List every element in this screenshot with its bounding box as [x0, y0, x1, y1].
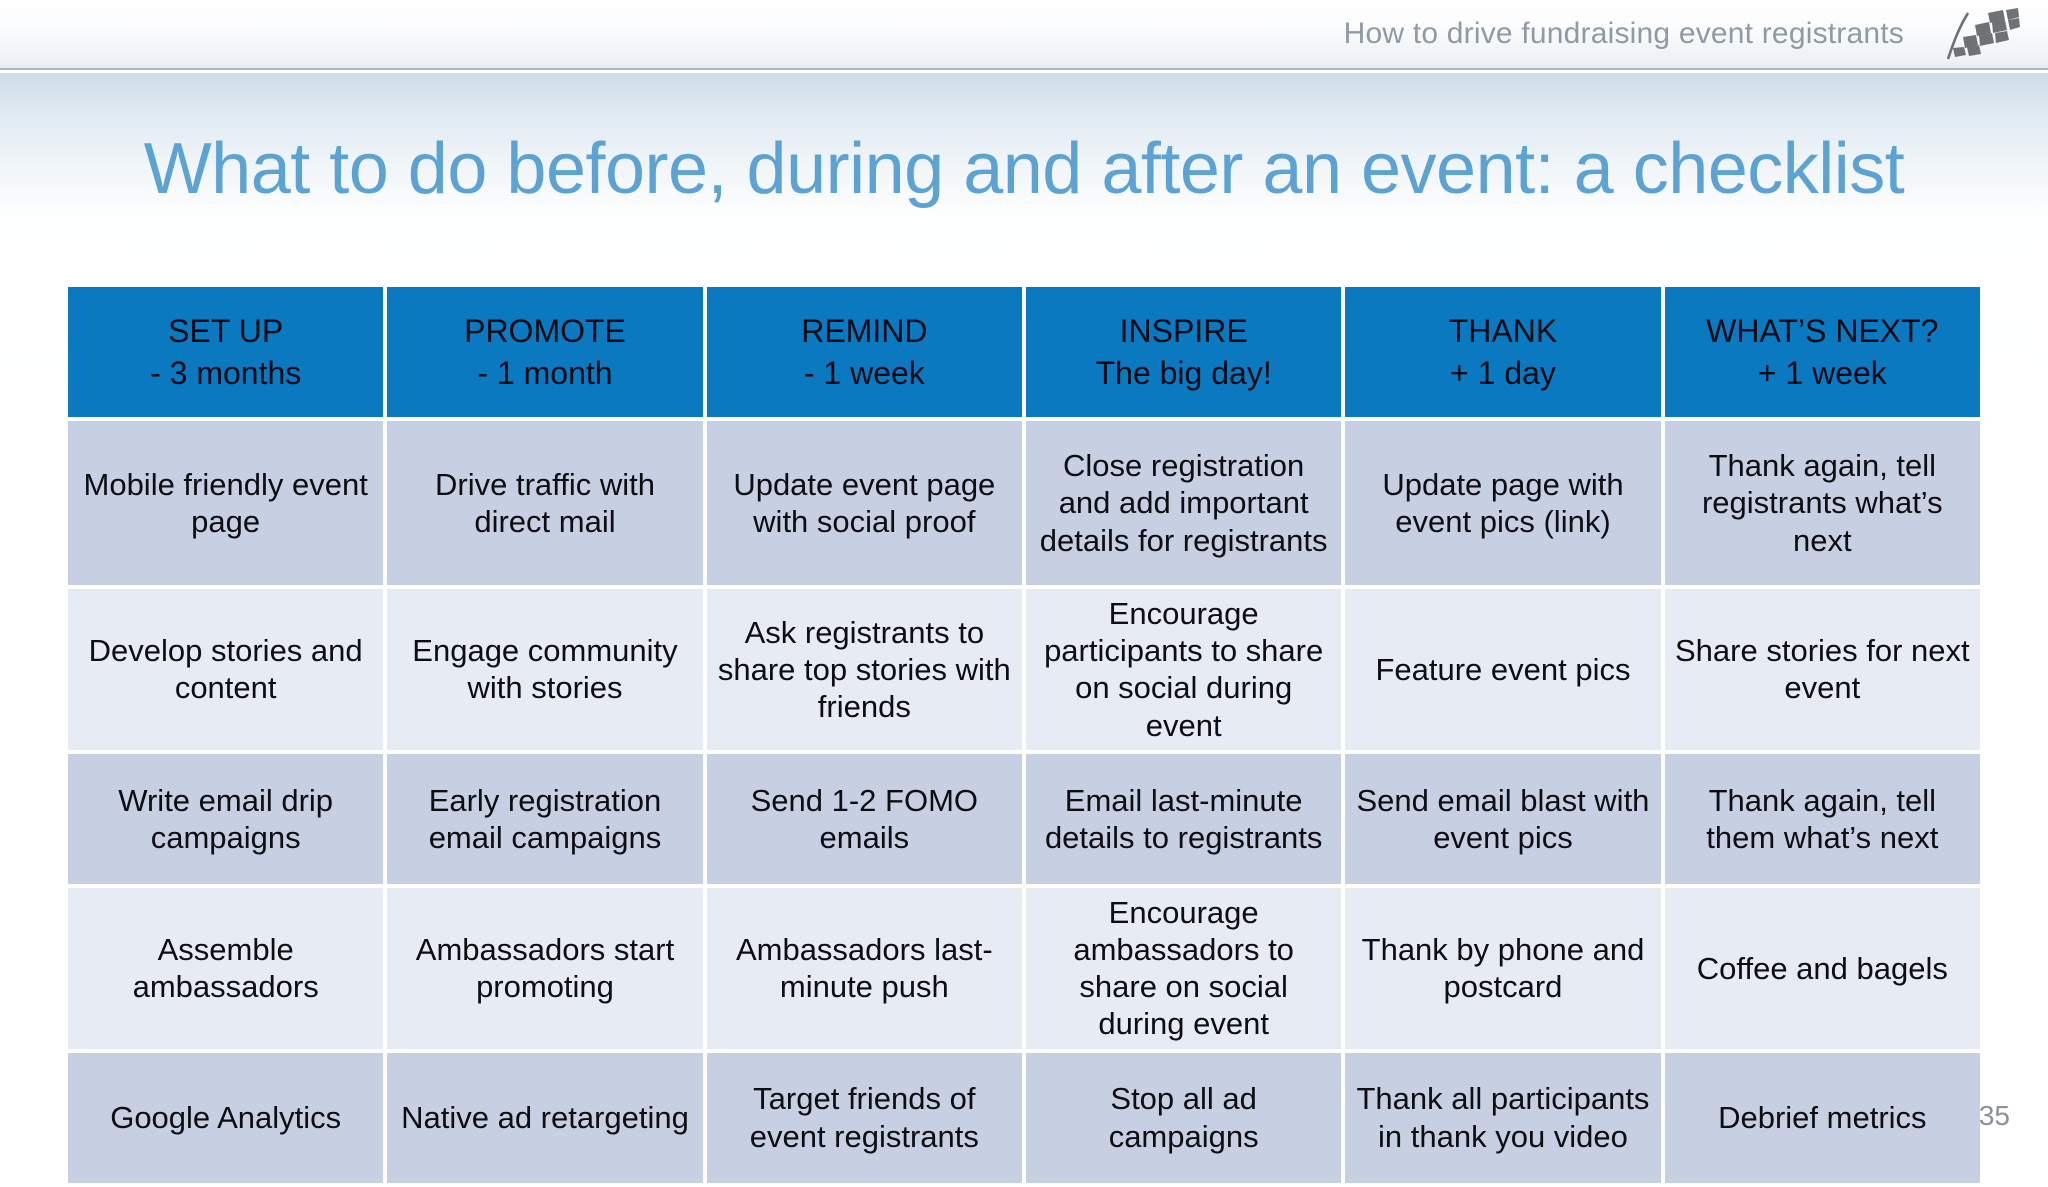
column-timing-label: - 3 months [150, 355, 302, 391]
table-cell: Engage community with stories [387, 589, 703, 750]
table-cell: Send 1-2 FOMO emails [706, 753, 1022, 884]
table-header-row: SET UP - 3 months PROMOTE - 1 month REMI… [68, 287, 1980, 417]
table-row: Write email drip campaigns Early registr… [68, 753, 1980, 884]
table-cell: Encourage ambassadors to share on social… [1025, 887, 1342, 1049]
table-cell: Encourage participants to share on socia… [1025, 589, 1342, 750]
table-cell: Develop stories and content [68, 589, 384, 750]
column-timing-label: + 1 week [1757, 355, 1887, 391]
table-cell: Email last-minute details to registrants [1025, 753, 1342, 884]
table-cell: Target friends of event registrants [706, 1052, 1022, 1183]
table-cell: Coffee and bagels [1664, 887, 1980, 1049]
table-cell: Update page with event pics (link) [1345, 421, 1661, 585]
column-timing-label: + 1 day [1450, 355, 1556, 391]
table-row: Mobile friendly event page Drive traffic… [68, 421, 1980, 585]
column-timing-label: The big day! [1095, 355, 1272, 391]
table-cell: Thank all participants in thank you vide… [1345, 1052, 1661, 1183]
table-cell: Mobile friendly event page [68, 421, 384, 585]
table-row: Develop stories and content Engage commu… [68, 589, 1980, 750]
table-cell: Ambassadors start promoting [387, 887, 703, 1049]
column-timing-label: - 1 month [477, 355, 613, 391]
column-phase-label: REMIND [801, 312, 928, 349]
table-cell: Write email drip campaigns [68, 753, 384, 884]
column-header-inspire: INSPIRE The big day! [1025, 287, 1342, 417]
table-cell: Assemble ambassadors [68, 887, 384, 1049]
table-cell: Native ad retargeting [387, 1052, 703, 1183]
table-row: Google Analytics Native ad retargeting T… [68, 1052, 1980, 1183]
header-title: How to drive fundraising event registran… [1343, 17, 1904, 50]
table-cell: Update event page with social proof [706, 421, 1022, 585]
header-rule-dark [0, 68, 2048, 70]
table-cell: Early registration email campaigns [387, 753, 703, 884]
page-number: 35 [1978, 1100, 2010, 1131]
page-title: What to do before, during and after an e… [143, 129, 1905, 209]
table-cell: Feature event pics [1345, 589, 1661, 750]
table-cell: Ambassadors last-minute push [706, 887, 1022, 1049]
column-header-remind: REMIND - 1 week [706, 287, 1022, 417]
header-glow-band [0, 73, 2048, 213]
checkered-flag-icon [1942, 7, 2020, 61]
column-header-thank: THANK + 1 day [1345, 287, 1661, 417]
table-cell: Send email blast with event pics [1345, 753, 1661, 884]
header-rule-light [0, 70, 2048, 73]
column-header-promote: PROMOTE - 1 month [387, 287, 703, 417]
table-cell: Drive traffic with direct mail [387, 421, 703, 585]
column-phase-label: WHAT’S NEXT? [1706, 312, 1939, 349]
table-cell: Share stories for next event [1664, 589, 1980, 750]
table-cell: Debrief metrics [1664, 1052, 1980, 1183]
table-cell: Thank again, tell registrants what’s nex… [1664, 421, 1980, 585]
table-row: Assemble ambassadors Ambassadors start p… [68, 887, 1980, 1049]
checklist-table: SET UP - 3 months PROMOTE - 1 month REMI… [64, 283, 1984, 1187]
table-cell: Google Analytics [68, 1052, 384, 1183]
column-timing-label: - 1 week [803, 355, 925, 391]
table-cell: Ask registrants to share top stories wit… [706, 589, 1022, 750]
table-cell: Thank again, tell them what’s next [1664, 753, 1980, 884]
table-cell: Stop all ad campaigns [1025, 1052, 1342, 1183]
column-phase-label: INSPIRE [1119, 312, 1248, 349]
table-cell: Close registration and add important det… [1025, 421, 1342, 585]
column-header-set-up: SET UP - 3 months [68, 287, 384, 417]
slide-header: How to drive fundraising event registran… [0, 0, 2048, 68]
column-header-whats-next: WHAT’S NEXT? + 1 week [1664, 287, 1980, 417]
column-phase-label: THANK [1448, 312, 1558, 349]
column-phase-label: SET UP [168, 312, 284, 349]
column-phase-label: PROMOTE [464, 312, 626, 349]
table-cell: Thank by phone and postcard [1345, 887, 1661, 1049]
